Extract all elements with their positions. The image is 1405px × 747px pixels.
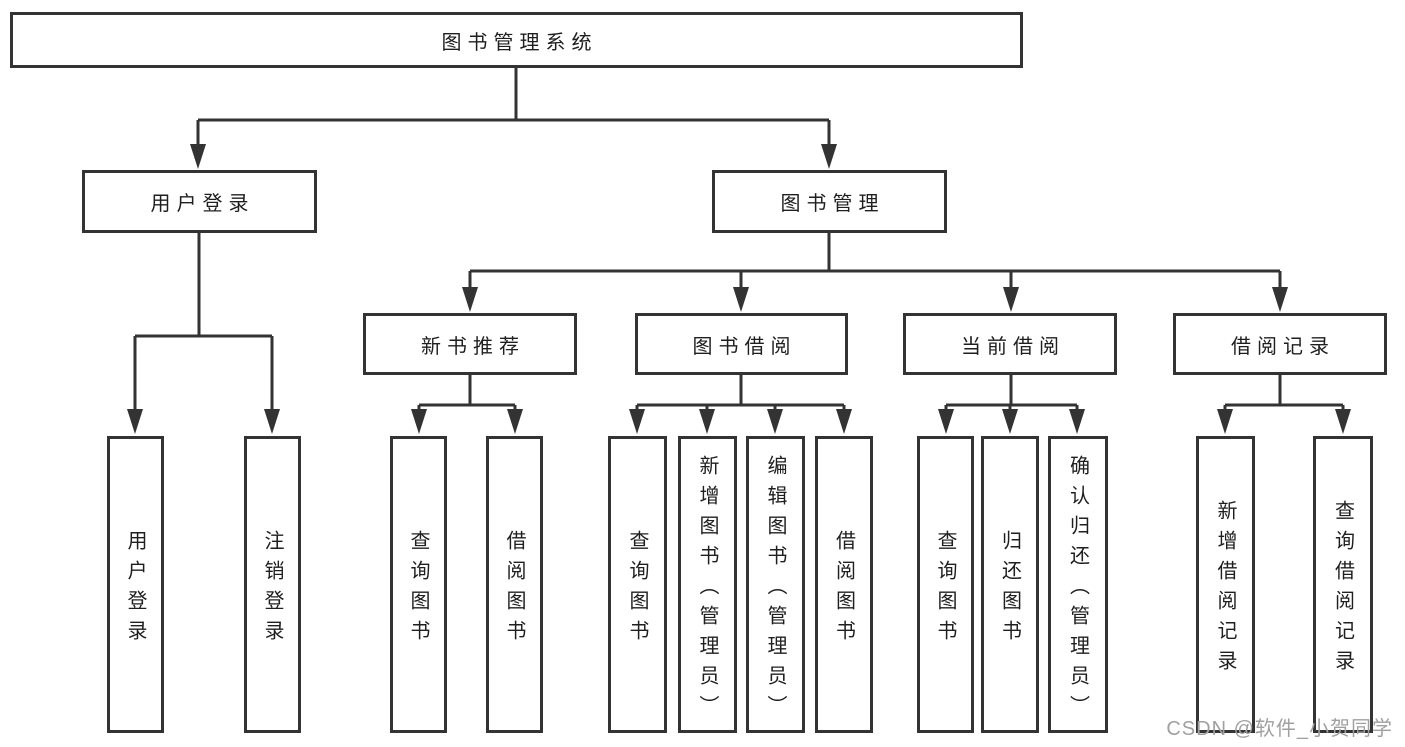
arrow-down-icon [767, 409, 783, 434]
leaf-recommend-query-book: 查询图书 [390, 436, 447, 733]
arrow-down-icon [733, 287, 749, 312]
arrow-down-icon [1335, 409, 1351, 434]
leaf-add-borrow-record: 新增借阅记录 [1196, 436, 1255, 733]
node-label: 图书管理系统 [441, 31, 598, 54]
leaf-edit-book-admin: 编辑图书（管理员） [746, 436, 805, 733]
arrow-down-icon [264, 409, 280, 434]
node-borrow-record: 借阅记录 [1173, 313, 1387, 375]
node-label: 图书借阅 [692, 335, 797, 358]
node-label: 当前借阅 [961, 335, 1065, 358]
node-label: 用户登录 [124, 529, 146, 650]
node-label: 借阅图书 [503, 529, 525, 650]
node-label: 新增借阅记录 [1214, 499, 1236, 680]
leaf-query-borrow-record: 查询借阅记录 [1313, 436, 1373, 733]
node-label: 图书管理 [780, 193, 885, 215]
arrow-down-icon [836, 409, 852, 434]
edge-bookmgmt-to-level3 [468, 233, 1282, 290]
arrow-down-icon [1069, 409, 1085, 434]
arrow-down-icon [462, 287, 478, 312]
node-label: 查询图书 [934, 529, 956, 650]
arrow-down-icon [821, 144, 837, 169]
node-book-borrow: 图书借阅 [635, 313, 848, 375]
node-label: 用户登录 [150, 193, 255, 215]
arrow-down-icon [1002, 409, 1018, 434]
node-new-book-recommend: 新书推荐 [363, 313, 577, 375]
arrow-down-icon [629, 409, 645, 434]
leaf-add-book-admin: 新增图书（管理员） [678, 436, 737, 733]
arrow-down-icon [1272, 287, 1288, 312]
node-book-management-system: 图书管理系统 [10, 12, 1023, 68]
node-label: 查询借阅记录 [1331, 499, 1354, 680]
leaf-current-query-book: 查询图书 [917, 436, 974, 733]
arrow-down-icon [190, 144, 206, 169]
edge-bookborrow-to-leaves [635, 375, 846, 412]
leaf-return-book: 归还图书 [981, 436, 1039, 733]
node-label: 新书推荐 [421, 335, 525, 358]
edge-currentborrow-to-leaves [944, 375, 1079, 412]
edge-root-to-level2 [196, 68, 831, 146]
arrowhead-icons [127, 144, 1351, 434]
node-label: 注销登录 [261, 529, 283, 650]
leaf-borrow-query-book: 查询图书 [608, 436, 667, 733]
node-label: 新增图书（管理员） [696, 454, 718, 725]
node-label: 查询图书 [407, 529, 429, 650]
leaf-confirm-return-admin: 确认归还（管理员） [1048, 436, 1108, 733]
node-label: 确认归还（管理员） [1066, 454, 1089, 725]
leaf-borrow-book: 借阅图书 [815, 436, 873, 733]
leaf-user-login: 用户登录 [107, 436, 164, 733]
leaf-logout: 注销登录 [244, 436, 301, 733]
node-label: 编辑图书（管理员） [764, 454, 786, 725]
node-label: 借阅记录 [1231, 335, 1335, 358]
edge-userlogin-to-leaves [133, 233, 274, 412]
node-label: 借阅图书 [832, 529, 855, 650]
arrow-down-icon [507, 409, 523, 434]
node-user-login: 用户登录 [82, 170, 317, 233]
arrow-down-icon [938, 409, 954, 434]
node-label: 查询图书 [626, 529, 648, 650]
arrow-down-icon [411, 409, 427, 434]
edge-newbookrec-to-leaves [417, 375, 517, 412]
node-label: 归还图书 [998, 529, 1021, 650]
arrow-down-icon [127, 409, 143, 434]
edge-borrowrecord-to-leaves [1223, 375, 1345, 412]
node-current-borrow: 当前借阅 [903, 313, 1117, 375]
arrow-down-icon [1217, 409, 1233, 434]
arrow-down-icon [699, 409, 715, 434]
csdn-watermark: CSDN @软件_小贺同学 [1166, 718, 1393, 740]
leaf-recommend-borrow-book: 借阅图书 [486, 436, 543, 733]
node-book-management: 图书管理 [712, 170, 947, 233]
arrow-down-icon [1003, 287, 1019, 312]
